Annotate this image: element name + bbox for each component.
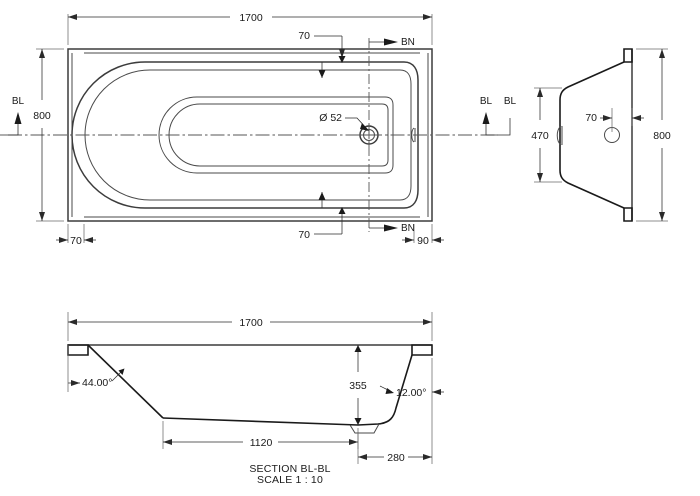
- section-right-angle-label: 12.00°: [396, 387, 426, 399]
- drain-diameter-label: Ø 52: [319, 112, 342, 124]
- plan-dimension-inner-arrow-bottom: [318, 192, 326, 208]
- section-marker-bn-bottom: BN: [369, 223, 415, 234]
- section-marker-bl-left: BL: [0, 96, 25, 136]
- section-caption-line2: SCALE 1 : 10: [257, 474, 323, 486]
- plan-dimension-inner-arrow-top: [318, 62, 326, 78]
- section-marker-bl-end-view: BL: [498, 96, 517, 136]
- section-angle-44: 44.00°: [67, 345, 125, 392]
- plan-length-label: 1700: [239, 12, 263, 24]
- section-depth-label: 355: [349, 380, 367, 392]
- section-view-geometry: [67, 344, 433, 434]
- plan-view-geometry: [8, 38, 498, 232]
- end-dimension-70: 70: [585, 108, 644, 132]
- plan-right-rim-label: 90: [417, 235, 429, 247]
- end-view-geometry: [556, 48, 633, 222]
- bn-bottom-label: BN: [401, 223, 415, 234]
- section-dimension-1120: 1120: [162, 421, 359, 449]
- plan-dimension-1700: 1700: [67, 12, 433, 45]
- plan-dimension-right-90: 90: [402, 224, 444, 247]
- section-left-angle-label: 44.00°: [82, 377, 112, 389]
- end-dimension-470: 470: [531, 87, 562, 183]
- bl-right-label: BL: [480, 96, 493, 107]
- section-dimension-355: 355: [349, 345, 367, 425]
- section-marker-bn-top: BN: [369, 37, 415, 48]
- plan-dimension-left-70: 70: [56, 224, 96, 247]
- plan-dimension-top-70: 70: [298, 30, 346, 63]
- bl-end-view-label: BL: [504, 96, 517, 107]
- plan-dimension-800: 800: [33, 48, 64, 222]
- section-base-length-label: 1120: [250, 437, 273, 449]
- end-dimension-800: 800: [636, 48, 671, 222]
- section-dimension-280: 280: [357, 358, 433, 464]
- plan-top-rim-label: 70: [298, 30, 310, 42]
- plan-left-rim-label: 70: [70, 235, 82, 247]
- section-dimension-1700: 1700: [67, 312, 433, 341]
- drain-diameter-leader: Ø 52: [319, 112, 369, 131]
- section-length-label: 1700: [239, 317, 263, 329]
- plan-dimension-bottom-70: 70: [298, 207, 346, 241]
- section-angle-12: 12.00°: [379, 385, 444, 399]
- plan-width-label: 800: [33, 110, 51, 122]
- section-right-offset-label: 280: [387, 452, 405, 464]
- end-width-label: 800: [653, 130, 671, 142]
- plan-bottom-rim-label: 70: [298, 229, 310, 241]
- section-caption-line1: SECTION BL-BL: [249, 463, 330, 475]
- bn-top-label: BN: [401, 37, 415, 48]
- section-marker-bl-right: BL: [480, 96, 498, 136]
- end-overflow-offset-label: 70: [585, 112, 597, 124]
- end-height-label: 470: [531, 130, 549, 142]
- bl-left-label: BL: [12, 96, 25, 107]
